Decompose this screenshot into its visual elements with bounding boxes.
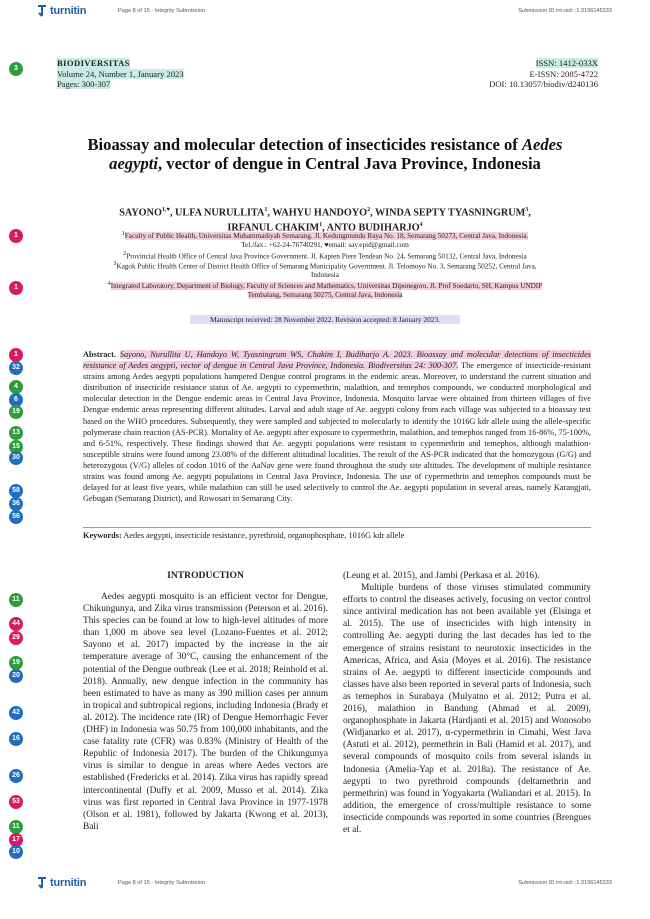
- affiliation-2: 2Provincial Health Office of Central Jav…: [123, 251, 527, 261]
- abstract-body: The emergence of insecticide-resistant s…: [83, 361, 591, 504]
- divider: [83, 527, 591, 528]
- turnitin-logo-footer: turnitin: [37, 877, 86, 889]
- match-marker[interactable]: 19: [9, 656, 23, 670]
- intro-right-continuation: (Leung et al. 2015), and Jambi (Perkasa …: [343, 571, 540, 581]
- match-marker[interactable]: 13: [9, 426, 23, 440]
- affiliation-1: 1Faculty of Public Health, Universitas M…: [121, 231, 529, 250]
- match-marker[interactable]: 19: [9, 405, 23, 419]
- match-marker[interactable]: 56: [9, 510, 23, 524]
- match-marker[interactable]: 1: [9, 281, 23, 295]
- affiliation-4: 4Integrated Laboratory, Department of Bi…: [107, 281, 543, 300]
- match-marker[interactable]: 4: [9, 380, 23, 394]
- match-marker[interactable]: 1: [9, 229, 23, 243]
- paper-title: Bioassay and molecular detection of inse…: [87, 135, 563, 173]
- match-marker[interactable]: 42: [9, 706, 23, 720]
- match-marker[interactable]: 58: [9, 484, 23, 498]
- intro-left-column: Aedes aegypti mosquito is an efficient v…: [83, 591, 328, 833]
- brand-name: turnitin: [50, 877, 87, 889]
- issn: ISSN: 1412-033X: [535, 58, 598, 68]
- authors: SAYONO1,♥, ULFA NURULLITA1, WAHYU HANDOY…: [119, 207, 531, 234]
- turnitin-footer: turnitin Page 8 of 15 - Integrity Submis…: [0, 872, 650, 898]
- affiliation-3: 3Kagok Public Health Center of District …: [113, 261, 537, 280]
- keywords: Keywords: Aedes aegypti, insecticide res…: [83, 531, 405, 540]
- submission-id: Submission ID trn:oid:::1:3196145333: [518, 8, 612, 14]
- match-marker[interactable]: 32: [9, 361, 23, 375]
- doi: DOI: 10.13057/biodiv/d240136: [489, 79, 598, 90]
- journal-meta-left: BIODIVERSITAS Volume 24, Number 1, Janua…: [57, 58, 184, 90]
- match-marker[interactable]: 17: [9, 833, 23, 847]
- match-marker[interactable]: 20: [9, 669, 23, 683]
- manuscript-dates: Manuscript received: 28 November 2022. R…: [190, 315, 460, 324]
- journal-name: BIODIVERSITAS: [57, 58, 130, 69]
- page-info: Page 8 of 15 - Integrity Submission: [118, 880, 206, 886]
- turnitin-logo-icon: [38, 5, 46, 17]
- match-marker[interactable]: 44: [9, 617, 23, 631]
- abstract: Abstract. Sayono, Nurullita U, Handoyo W…: [83, 350, 591, 504]
- turnitin-logo-icon: [38, 877, 46, 889]
- submission-id: Submission ID trn:oid:::1:3196145333: [518, 880, 612, 886]
- match-marker[interactable]: 15: [9, 440, 23, 454]
- journal-meta-right: ISSN: 1412-033X E-ISSN: 2085-4722 DOI: 1…: [489, 58, 598, 90]
- intro-paragraph-2: Multiple burdens of those viruses stimul…: [343, 583, 591, 835]
- match-marker[interactable]: 3: [9, 62, 23, 76]
- match-marker[interactable]: 11: [9, 820, 23, 834]
- section-heading-introduction: INTRODUCTION: [167, 570, 244, 581]
- eissn: E-ISSN: 2085-4722: [529, 68, 598, 79]
- match-marker[interactable]: 16: [9, 732, 23, 746]
- match-marker[interactable]: 1: [9, 348, 23, 362]
- intro-paragraph-1: Aedes aegypti mosquito is an efficient v…: [83, 592, 328, 832]
- match-marker[interactable]: 6: [9, 393, 23, 407]
- match-marker[interactable]: 10: [9, 845, 23, 859]
- match-marker[interactable]: 30: [9, 451, 23, 465]
- turnitin-logo: turnitin: [37, 5, 86, 17]
- match-marker[interactable]: 53: [9, 795, 23, 809]
- match-marker[interactable]: 26: [9, 769, 23, 783]
- turnitin-header: turnitin Page 8 of 15 - Integrity Submis…: [0, 0, 650, 24]
- brand-name: turnitin: [50, 5, 87, 17]
- intro-right-column: (Leung et al. 2015), and Jambi (Perkasa …: [343, 570, 591, 836]
- journal-volume: Volume 24, Number 1, January 2023: [57, 68, 184, 79]
- match-marker[interactable]: 36: [9, 497, 23, 511]
- match-marker[interactable]: 11: [9, 593, 23, 607]
- journal-pages: Pages: 300-307: [57, 79, 111, 90]
- page-info: Page 8 of 15 - Integrity Submission: [118, 8, 206, 14]
- match-marker[interactable]: 29: [9, 631, 23, 645]
